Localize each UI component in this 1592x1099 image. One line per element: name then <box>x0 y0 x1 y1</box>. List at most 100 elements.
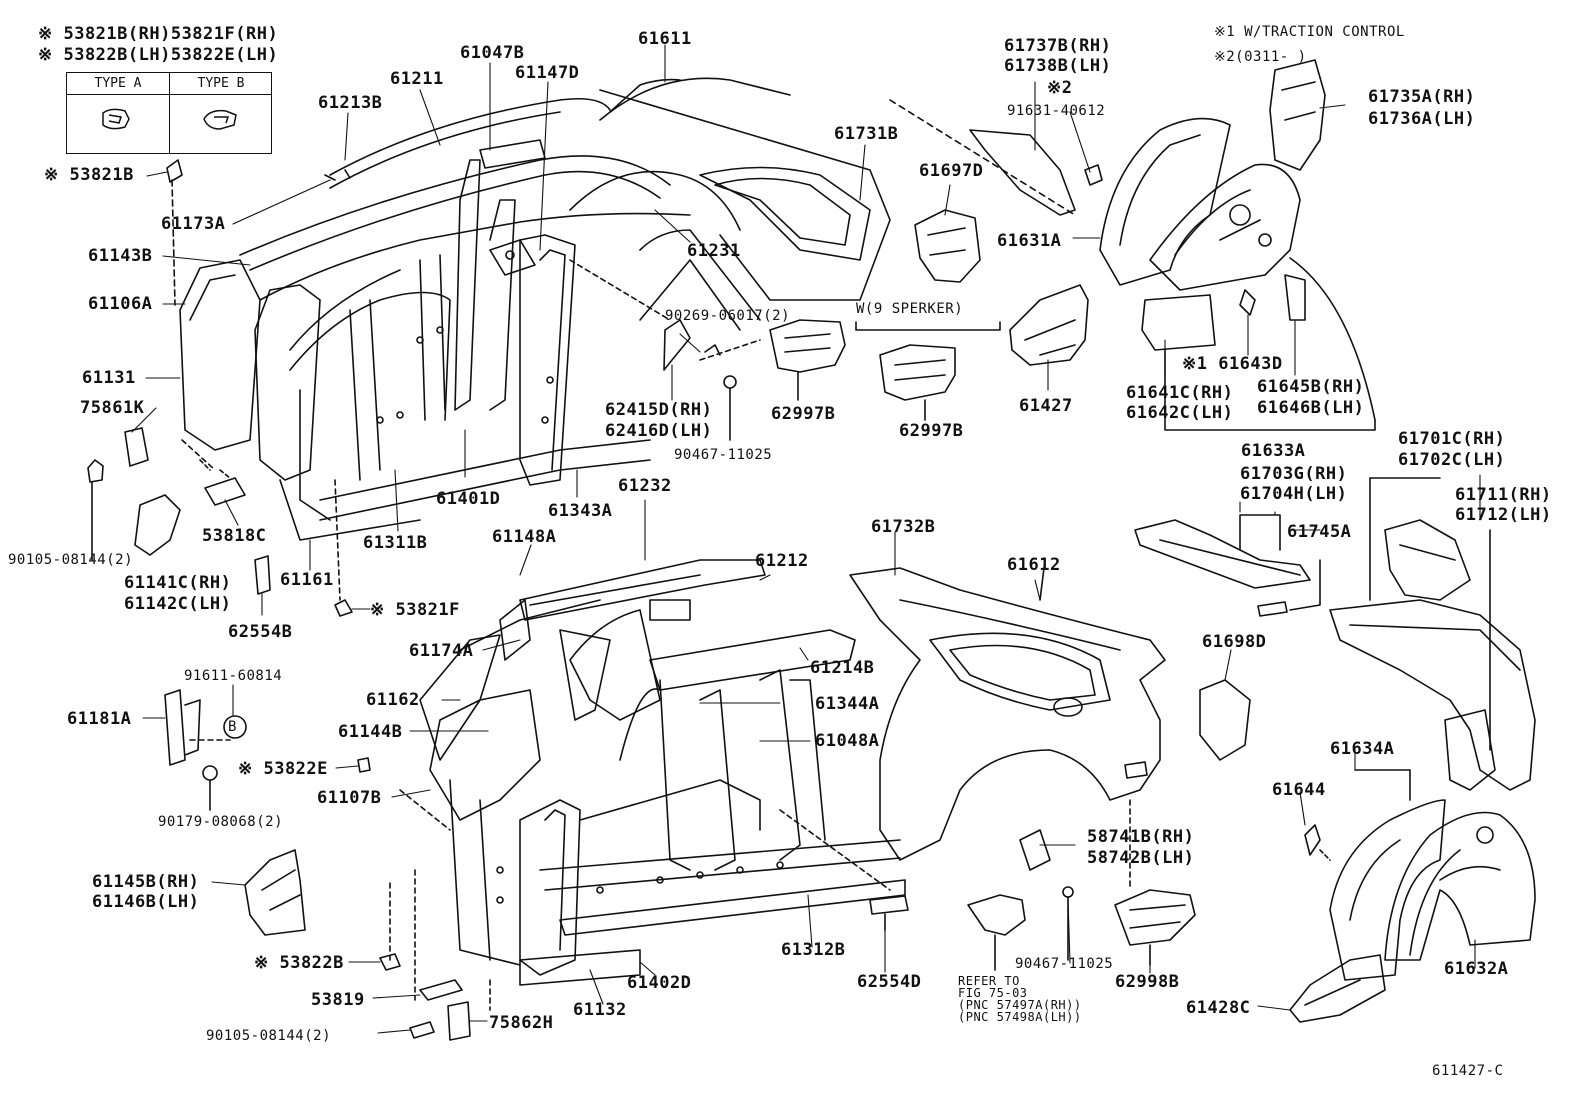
part-label-61161: 61161 <box>280 570 334 590</box>
part-label-90467-11025-b: 90467-11025 <box>1015 956 1114 972</box>
part-label-61732B: 61732B <box>871 517 936 537</box>
part-label-61141C: 61141C(RH) <box>124 573 232 593</box>
part-label-91611-60814: 91611-60814 <box>184 668 283 684</box>
lower-left-body-side-assembly <box>419 559 906 986</box>
lower-middle-small-parts <box>779 799 1196 971</box>
part-label-61162: 61162 <box>366 690 420 710</box>
part-label-61612: 61612 <box>1007 555 1061 575</box>
part-label-61645B: 61645B(RH) <box>1257 377 1365 397</box>
part-label-61644: 61644 <box>1272 780 1326 800</box>
part-label-61703G: 61703G(RH) <box>1240 464 1348 484</box>
part-label-61631A: 61631A <box>997 231 1062 251</box>
legend-type-a: TYPE A <box>67 73 169 153</box>
callout-b: B <box>228 719 237 735</box>
legend-type-a-label: TYPE A <box>67 73 169 95</box>
part-label-53822E: ※ 53822E <box>238 759 328 779</box>
part-label-61642C: 61642C(LH) <box>1126 403 1234 423</box>
part-label-61173A: 61173A <box>161 214 226 234</box>
part-label-53819: 53819 <box>311 990 365 1010</box>
figure-id: 611427-C <box>1432 1063 1504 1079</box>
note-pnc-rh: (PNC 57497A(RH)) <box>958 998 1082 1012</box>
part-label-91631-40612: 91631-40612 <box>1007 103 1106 119</box>
note-refer-to-fig: REFER TO FIG 75-03 (PNC 57497A(RH)) (PNC… <box>958 975 1082 1023</box>
part-label-61146B: 61146B(LH) <box>92 892 200 912</box>
part-label-61144B: 61144B <box>338 722 403 742</box>
upper-left-body-side-assembly <box>179 77 891 541</box>
part-label-53822B: ※ 53822B <box>254 953 344 973</box>
part-label-62416D: 62416D(LH) <box>605 421 713 441</box>
part-label-62998B: 62998B <box>1115 972 1180 992</box>
part-label-62997B-b: 62997B <box>899 421 964 441</box>
legend-type-b-label: TYPE B <box>170 73 272 95</box>
part-label-61211: 61211 <box>390 69 444 89</box>
lower-left-small-parts <box>164 689 491 1041</box>
part-label-75861K: 75861K <box>80 398 145 418</box>
part-label-61311B: 61311B <box>363 533 428 553</box>
part-label-61632A: 61632A <box>1444 959 1509 979</box>
right-middle-members <box>1134 477 1536 791</box>
part-label-61106A: 61106A <box>88 294 153 314</box>
part-label-61698D: 61698D <box>1202 632 1267 652</box>
part-label-61232: 61232 <box>618 476 672 496</box>
clip-type-legend: TYPE A TYPE B <box>66 72 272 154</box>
part-label-61697D: 61697D <box>919 161 984 181</box>
part-label-61181A: 61181A <box>67 709 132 729</box>
part-label-53821F: ※ 53821F <box>370 600 460 620</box>
part-label-61401D: 61401D <box>436 489 501 509</box>
part-label-61643D: ※1 61643D <box>1182 354 1283 374</box>
part-label-90269-06017: 90269-06017(2) <box>665 308 791 324</box>
part-label-75862H: 75862H <box>489 1013 554 1033</box>
note-pnc-lh: (PNC 57498A(LH)) <box>958 1010 1082 1024</box>
rear-quarter-panel <box>849 559 1166 871</box>
lower-right-wheel-house <box>1289 769 1536 1023</box>
upper-left-small-parts <box>87 159 761 617</box>
part-label-62997B-a: 62997B <box>771 404 836 424</box>
note-traction-control: ※1 W/TRACTION CONTROL <box>1214 24 1405 40</box>
part-label-61711: 61711(RH) <box>1455 485 1552 505</box>
part-label-61212: 61212 <box>755 551 809 571</box>
part-label-90105-08144-b: 90105-08144(2) <box>206 1028 332 1044</box>
part-label-90467-11025-a: 90467-11025 <box>674 447 773 463</box>
upper-middle-right-parts <box>889 59 1376 431</box>
part-label-61131: 61131 <box>82 368 136 388</box>
part-label-61738B: 61738B(LH) <box>1004 56 1112 76</box>
part-label-61731B: 61731B <box>834 124 899 144</box>
part-label-61428C: 61428C <box>1186 998 1251 1018</box>
note-clip-ref-2: ※ 53822B(LH)53822E(LH) <box>38 45 279 65</box>
part-label-61402D: 61402D <box>627 973 692 993</box>
part-label-62554D: 62554D <box>857 972 922 992</box>
part-label-61143B: 61143B <box>88 246 153 266</box>
part-label-61735A: 61735A(RH) <box>1368 87 1476 107</box>
part-label-61344A: 61344A <box>815 694 880 714</box>
part-label-90105-08144-a: 90105-08144(2) <box>8 552 134 568</box>
part-label-61712: 61712(LH) <box>1455 505 1552 525</box>
part-label-61633A: 61633A <box>1241 441 1306 461</box>
part-label-58741B: 58741B(RH) <box>1087 827 1195 847</box>
part-label-58742B: 58742B(LH) <box>1087 848 1195 868</box>
part-label-61704H: 61704H(LH) <box>1240 484 1348 504</box>
part-label-61737B: 61737B(RH) <box>1004 36 1112 56</box>
note-date-code: ※2(0311- ) <box>1214 49 1307 65</box>
part-label-90179-08068: 90179-08068(2) <box>158 814 284 830</box>
part-label-61147D: 61147D <box>515 63 580 83</box>
note-2-marker: ※2 <box>1047 78 1073 98</box>
clip-type-a-icon <box>102 108 130 130</box>
part-label-61047B: 61047B <box>460 43 525 63</box>
part-label-61646B: 61646B(LH) <box>1257 398 1365 418</box>
part-label-53821B: ※ 53821B <box>44 165 134 185</box>
speaker-brackets <box>769 319 1001 421</box>
clip-type-b-icon <box>203 109 237 130</box>
note-fig: FIG 75-03 <box>958 986 1028 1000</box>
part-label-61702C: 61702C(LH) <box>1398 450 1506 470</box>
part-label-53818C: 53818C <box>202 526 267 546</box>
part-label-61611: 61611 <box>638 29 692 49</box>
part-label-61343A: 61343A <box>548 501 613 521</box>
part-label-61427: 61427 <box>1019 396 1073 416</box>
part-label-61634A: 61634A <box>1330 739 1395 759</box>
note-refer-to: REFER TO <box>958 974 1020 988</box>
part-label-61736A: 61736A(LH) <box>1368 109 1476 129</box>
part-label-61142C: 61142C(LH) <box>124 594 232 614</box>
part-label-61048A: 61048A <box>815 731 880 751</box>
